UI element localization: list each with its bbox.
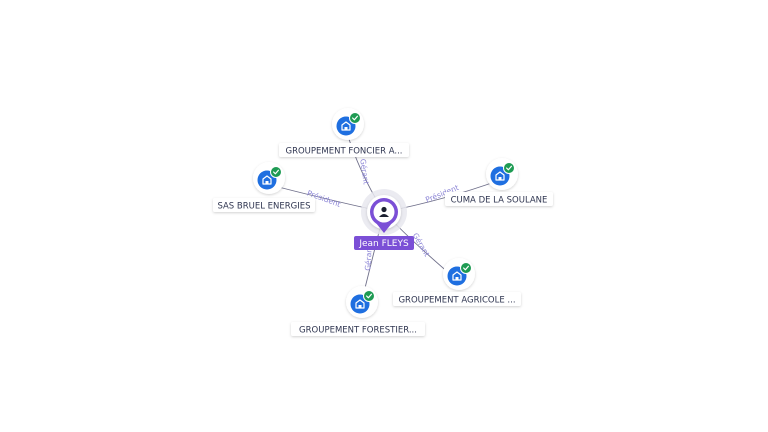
node-label-box — [445, 192, 553, 206]
edge-label-groupement-forestier: Gérant — [363, 245, 374, 271]
person-icon — [379, 206, 389, 217]
node-label-box — [279, 143, 409, 157]
node-label-box — [213, 198, 315, 212]
check-badge-icon — [363, 290, 375, 302]
nodes-layer: GROUPEMENT FONCIER A... SAS BRUEL ENERGIE… — [213, 108, 553, 336]
company-name-sas-bruel-energies: SAS BRUEL ENERGIES — [217, 202, 310, 212]
edge-label-groupement-foncier: Gérant — [358, 158, 371, 185]
center-name-tag — [354, 236, 414, 250]
company-node-sas-bruel-energies[interactable]: SAS BRUEL ENERGIES — [213, 162, 315, 212]
company-name-groupement-agricole: GROUPEMENT AGRICOLE ... — [398, 296, 515, 306]
company-node-groupement-forestier[interactable]: GROUPEMENT FORESTIER... — [291, 286, 425, 336]
center-node[interactable]: Jean FLEYS — [354, 189, 414, 250]
check-badge-icon — [460, 262, 472, 274]
company-node-groupement-agricole[interactable]: GROUPEMENT AGRICOLE ... — [393, 258, 521, 306]
node-label-box — [291, 322, 425, 336]
check-badge-icon — [349, 112, 361, 124]
check-badge-icon — [270, 166, 282, 178]
company-name-cuma-soulane: CUMA DE LA SOULANE — [451, 196, 548, 206]
company-node-groupement-foncier[interactable]: GROUPEMENT FONCIER A... — [279, 108, 409, 157]
center-name: Jean FLEYS — [358, 239, 409, 249]
company-name-groupement-foncier: GROUPEMENT FONCIER A... — [286, 147, 403, 157]
node-label-box — [393, 292, 521, 306]
company-node-cuma-soulane[interactable]: CUMA DE LA SOULANE — [445, 158, 553, 206]
check-badge-icon — [503, 162, 515, 174]
company-name-groupement-forestier: GROUPEMENT FORESTIER... — [299, 326, 417, 336]
